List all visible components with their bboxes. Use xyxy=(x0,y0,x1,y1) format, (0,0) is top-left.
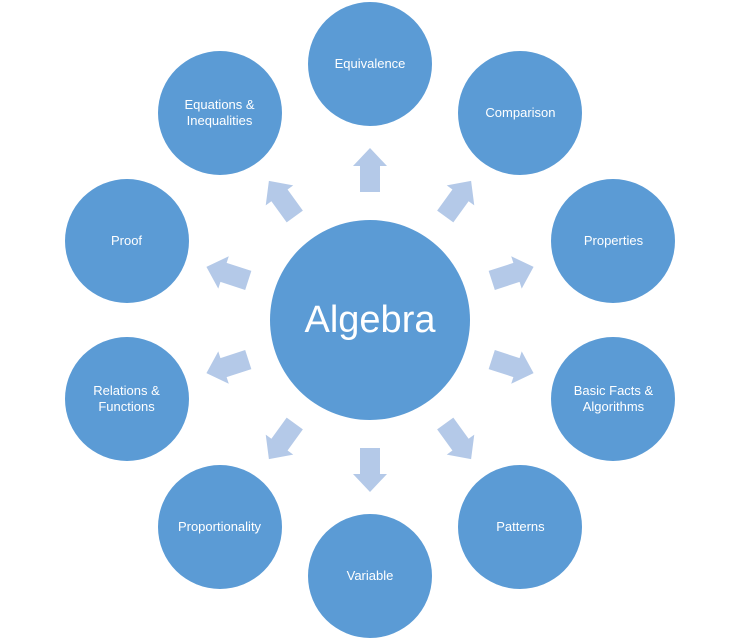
arrow-icon xyxy=(488,256,534,290)
arrow-icon xyxy=(206,350,252,384)
node-basic-facts-algorithms: Basic Facts & Algorithms xyxy=(551,337,676,462)
arrow-icon xyxy=(437,180,475,223)
node-properties: Properties xyxy=(551,178,676,303)
arrow-icon xyxy=(437,417,475,460)
node-equations-inequalities: Equations & Inequalities xyxy=(157,50,282,175)
node-comparison: Comparison xyxy=(458,50,583,175)
arrow-icon xyxy=(488,350,534,384)
center-node-algebra: Algebra xyxy=(270,220,470,420)
arrow-icon xyxy=(353,448,387,492)
node-equivalence: Equivalence xyxy=(308,2,432,126)
node-variable: Variable xyxy=(308,514,432,638)
node-relations-functions: Relations & Functions xyxy=(64,337,189,462)
node-patterns: Patterns xyxy=(458,465,583,590)
arrow-icon xyxy=(265,417,303,460)
arrow-icon xyxy=(265,180,303,223)
node-proportionality: Proportionality xyxy=(157,465,282,590)
node-proof: Proof xyxy=(64,178,189,303)
arrow-icon xyxy=(206,256,252,290)
arrow-icon xyxy=(353,148,387,192)
